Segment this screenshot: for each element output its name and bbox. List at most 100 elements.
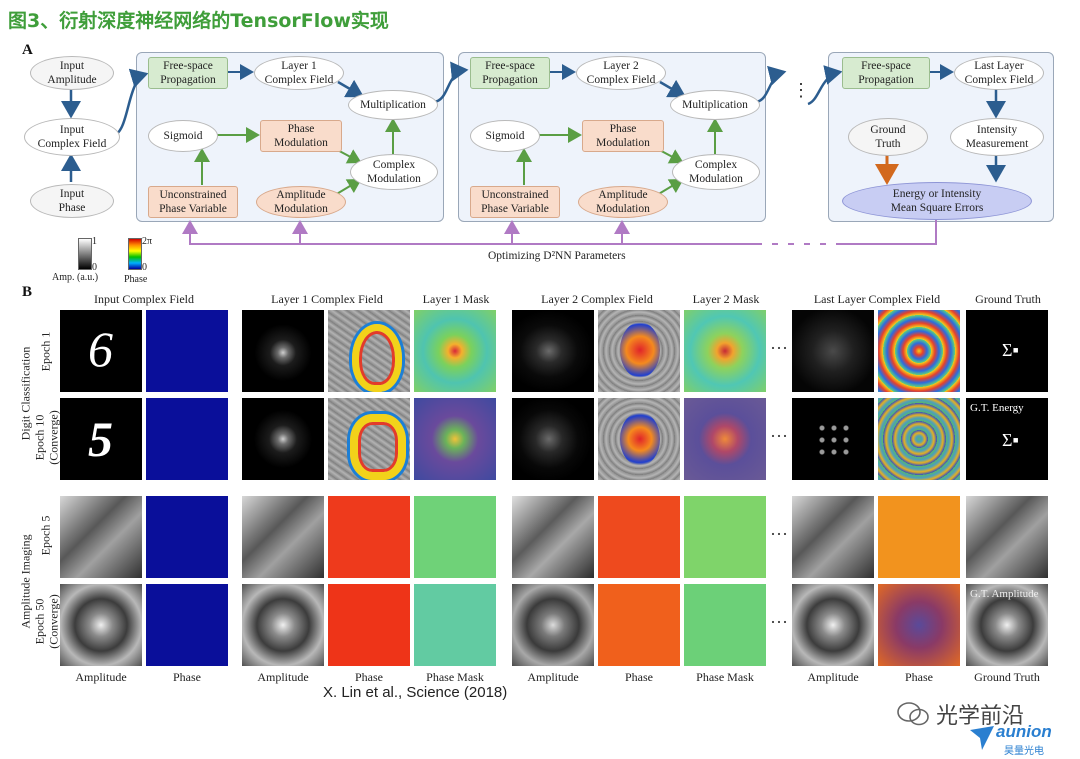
- bottom-label-c3: Amplitude: [257, 670, 309, 684]
- phase-scale-label: Phase: [124, 274, 148, 285]
- brand-subtitle: 昊量光电: [1004, 746, 1044, 757]
- tile-r3-l1-mask: [414, 496, 496, 578]
- layers-ellipsis: ⋮: [792, 80, 810, 100]
- panel-b-letter: B: [22, 284, 33, 300]
- tile-r4-l1-mask: [414, 584, 496, 666]
- tile-r2-ground-truth: G.T. Energy Σ▪: [966, 398, 1048, 480]
- tile-r4-l2-mask: [684, 584, 766, 666]
- tile-r1-ground-truth: Σ▪: [966, 310, 1048, 392]
- layer2-multiplication-node: Multiplication: [670, 90, 760, 120]
- header-layer2-field: Layer 2 Complex Field: [541, 292, 653, 306]
- tile-r2-l1-mask: [414, 398, 496, 480]
- tile-r4-l1-amplitude: [242, 584, 324, 666]
- layer2-amplitude-modulation-node: Amplitude Modulation: [578, 186, 668, 218]
- tile-r2-input-amplitude: 5: [60, 398, 142, 480]
- ellipsis-r3: ···: [770, 524, 788, 544]
- layer1-complex-modulation-node: Complex Modulation: [350, 154, 438, 190]
- tile-r1-l2-amplitude: [512, 310, 594, 392]
- header-layer2-mask: Layer 2 Mask: [692, 292, 760, 306]
- ellipsis-r1: ···: [770, 338, 788, 358]
- tile-r1-l1-mask: [414, 310, 496, 392]
- brand-logo-icon: [970, 726, 994, 750]
- tile-r3-l2-amplitude: [512, 496, 594, 578]
- header-ground-truth: Ground Truth: [975, 292, 1041, 306]
- bottom-label-c5: Phase Mask: [426, 670, 484, 684]
- intensity-measurement-node: Intensity Measurement: [950, 118, 1044, 156]
- digit-5: 5: [88, 411, 113, 467]
- header-input-field: Input Complex Field: [94, 292, 194, 306]
- optimizing-label: Optimizing D²NN Parameters: [488, 250, 626, 262]
- input-phase-node: Input Phase: [30, 184, 114, 218]
- figure-title: 图3、衍射深度神经网络的TensorFlow实现: [8, 10, 389, 32]
- row-epoch-5: Epoch 5: [38, 515, 53, 556]
- tile-r4-l1-phase: [328, 584, 410, 666]
- tile-r3-input-phase: [146, 496, 228, 578]
- tile-r3-input-amplitude: [60, 496, 142, 578]
- header-layer1-field: Layer 1 Complex Field: [271, 292, 383, 306]
- row-epoch-10: Epoch 10: [32, 414, 47, 461]
- tile-r2-last-amplitude: [792, 398, 874, 480]
- layer1-multiplication-node: Multiplication: [348, 90, 438, 120]
- layer2-free-space-node: Free-space Propagation: [470, 57, 550, 89]
- amplitude-scale-label: Amp. (a.u.): [52, 272, 99, 283]
- row-epoch-1: Epoch 1: [38, 331, 53, 372]
- tile-r4-last-phase: [878, 584, 960, 666]
- layer2-unconstrained-phase-node: Unconstrained Phase Variable: [470, 186, 560, 218]
- tile-r2-last-phase: [878, 398, 960, 480]
- panel-a-letter: A: [22, 42, 33, 58]
- layer2-complex-modulation-node: Complex Modulation: [672, 154, 760, 190]
- layer1-free-space-node: Free-space Propagation: [148, 57, 228, 89]
- brand-name: aunion: [996, 722, 1052, 741]
- tile-r4-last-amplitude: [792, 584, 874, 666]
- tile-r1-last-phase: [878, 310, 960, 392]
- tile-r3-last-phase: [878, 496, 960, 578]
- sum-symbol-2: Σ▪: [1002, 430, 1019, 450]
- tile-r1-l2-mask: [684, 310, 766, 392]
- tile-r1-input-amplitude: 6: [60, 310, 142, 392]
- layer1-sigmoid-node: Sigmoid: [148, 120, 218, 152]
- tile-r3-last-amplitude: [792, 496, 874, 578]
- ellipsis-r2: ···: [770, 426, 788, 446]
- layer2-complex-field-node: Layer 2 Complex Field: [576, 56, 666, 90]
- ground-truth-node: Ground Truth: [848, 118, 928, 156]
- last-free-space-node: Free-space Propagation: [842, 57, 930, 89]
- phase-scale-min: 0: [142, 262, 147, 273]
- tile-r2-l2-amplitude: [512, 398, 594, 480]
- bottom-label-c6: Amplitude: [527, 670, 579, 684]
- tile-r1-input-phase: [146, 310, 228, 392]
- wechat-icon: [897, 702, 929, 726]
- gt-amplitude-label: G.T. Amplitude: [970, 588, 1039, 600]
- tile-r2-l1-amplitude: [242, 398, 324, 480]
- tile-r3-ground-truth: [966, 496, 1048, 578]
- watermark-text: 光学前沿: [936, 704, 1025, 729]
- tile-r1-last-amplitude: [792, 310, 874, 392]
- tile-r1-l2-phase: [598, 310, 680, 392]
- tile-r2-l2-mask: [684, 398, 766, 480]
- amplitude-colorbar: [78, 238, 92, 270]
- input-amplitude-node: Input Amplitude: [30, 56, 114, 90]
- tile-r3-l2-mask: [684, 496, 766, 578]
- bottom-label-c11: Ground Truth: [974, 670, 1040, 684]
- sum-symbol-1: Σ▪: [1002, 340, 1019, 360]
- tile-r4-l2-phase: [598, 584, 680, 666]
- tile-r4-input-phase: [146, 584, 228, 666]
- error-node: Energy or Intensity Mean Square Errors: [842, 182, 1032, 220]
- tile-r2-l2-phase: [598, 398, 680, 480]
- tile-r2-input-phase: [146, 398, 228, 480]
- bottom-label-c4: Phase: [355, 670, 383, 684]
- tile-r3-l2-phase: [598, 496, 680, 578]
- layer1-unconstrained-phase-node: Unconstrained Phase Variable: [148, 186, 238, 218]
- layer1-phase-modulation-node: Phase Modulation: [260, 120, 342, 152]
- citation: X. Lin et al., Science (2018): [323, 684, 508, 701]
- bottom-label-c1: Amplitude: [75, 670, 127, 684]
- phase-scale-max: 2π: [142, 236, 153, 247]
- phase-colorbar: [128, 238, 142, 270]
- tile-r3-l1-amplitude: [242, 496, 324, 578]
- header-last-field: Last Layer Complex Field: [813, 292, 941, 306]
- digit-6: 6: [88, 321, 113, 377]
- layer1-amplitude-modulation-node: Amplitude Modulation: [256, 186, 346, 218]
- amplitude-scale-max: 1: [92, 236, 97, 247]
- input-complex-field-node: Input Complex Field: [24, 118, 120, 156]
- layer2-sigmoid-node: Sigmoid: [470, 120, 540, 152]
- amplitude-scale-min: 0: [92, 262, 97, 273]
